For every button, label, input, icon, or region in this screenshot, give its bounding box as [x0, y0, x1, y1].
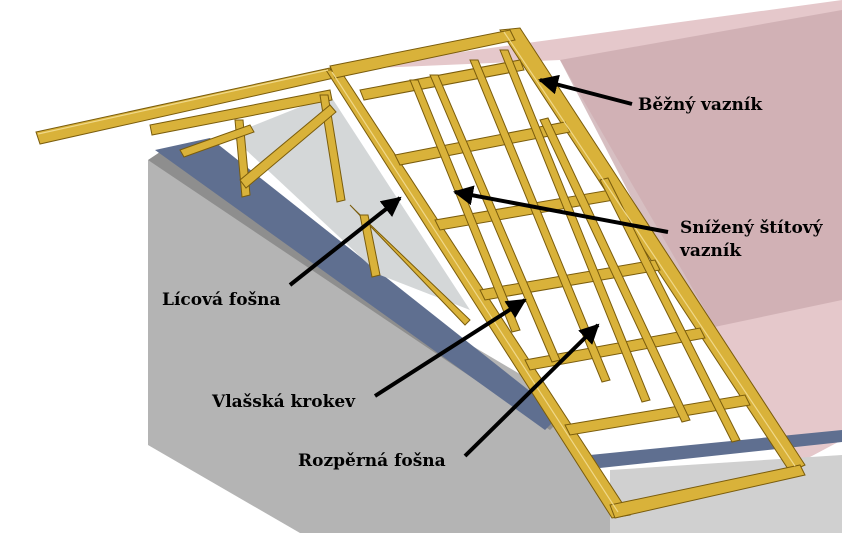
- label-snizeny-stitovy-line1: Snížený štítový: [680, 218, 823, 238]
- label-snizeny-stitovy-line2: vazník: [680, 241, 742, 261]
- label-rozperna-fosna: Rozpěrná fošna: [298, 451, 446, 471]
- callout-arrows: [288, 74, 669, 458]
- arrow-licova-fosna: [288, 196, 402, 287]
- wall-right-face: [610, 455, 842, 533]
- arrow-vlasska-krokev: [373, 298, 527, 398]
- label-bezny-vaznik: Běžný vazník: [638, 95, 763, 115]
- roof-pink-shadow: [560, 10, 842, 330]
- arrow-rozperna-fosna: [463, 323, 600, 458]
- label-licova-fosna: Lícová fošna: [162, 290, 281, 310]
- label-vlasska-krokev: Vlašská krokev: [212, 392, 356, 412]
- arrow-bezny-vaznik: [538, 74, 633, 106]
- wall-left-face: [148, 160, 610, 533]
- arrow-snizeny-stitovy: [453, 185, 669, 234]
- timber-highlights: [37, 31, 796, 513]
- steel-plate: [155, 138, 560, 430]
